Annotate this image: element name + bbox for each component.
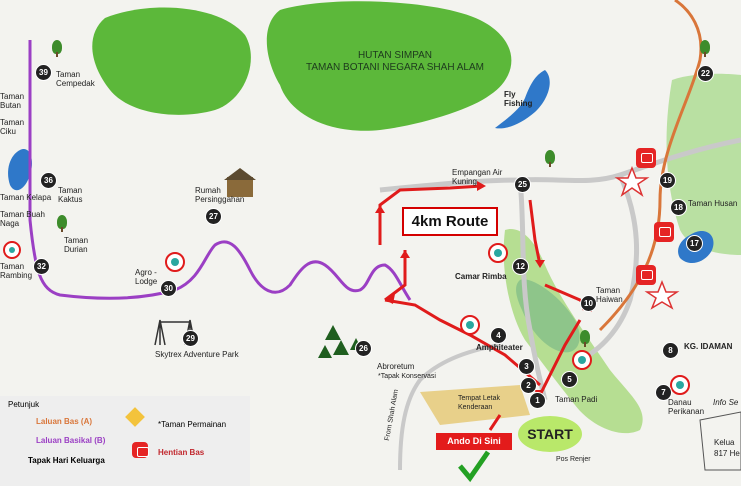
forest-title-line2: TAMAN BOTANI NEGARA SHAH ALAM [306,62,484,73]
bus-stop-icon [132,442,149,458]
label-18: Taman Husan [688,199,738,208]
star-3 [614,165,650,197]
road-4 [398,343,501,471]
forest-left [92,7,251,115]
label-fly-fishing: Fly Fishing [504,90,533,108]
marker-3[interactable]: 3 [518,358,535,375]
marker-26[interactable]: 26 [355,340,372,357]
marker-39[interactable]: 39 [35,64,52,81]
marker-10[interactable]: 10 [580,295,597,312]
label-kelua: Kelua [714,438,735,447]
rest-house [227,177,253,197]
label-tempat-letak: Tempat Letak Kenderaan [458,395,501,411]
forest-reserve [266,1,512,131]
label-5: Taman Padi [555,395,598,404]
label-39: Taman Cempedak [56,70,95,88]
label-ciku: Taman Ciku [0,118,25,136]
bus-stop-icon [636,265,656,285]
legend-bus-route: Laluan Bas (A) [36,417,93,426]
label-4: Amphiteater [476,343,523,352]
label-8: KG. IDAMAN [684,342,733,351]
marker-22[interactable]: 22 [697,65,714,82]
legend-title: Petunjuk [8,400,40,409]
label-12: Camar Rimba [455,272,507,281]
label-10: Taman Haiwan [596,286,623,304]
label-7: Danau Perikanan [668,398,705,416]
marker-27[interactable]: 27 [205,208,222,225]
lake-fly [495,70,550,129]
marker-1[interactable]: 1 [529,392,546,409]
tree-icon [52,40,62,57]
parking-area [420,385,530,425]
label-kelua-sub: 817 He [714,449,740,458]
legend: Petunjuk Laluan Bas (A) Laluan Basikal (… [0,396,250,486]
tree-icon [700,40,710,57]
marker-8[interactable]: 8 [662,342,679,359]
marker-7[interactable]: 7 [655,384,672,401]
road [379,137,741,193]
label-29: Skytrex Adventure Park [155,350,239,359]
label-27: Rumah Persinggahan [195,186,245,204]
tree-icon [57,215,67,232]
you-are-here-label: Ando Di Sini [436,433,512,450]
label-32: Taman Durian [64,236,89,254]
label-kelapa: Taman Kelapa [0,193,52,202]
legend-bus-stop: Hentian Bas [158,448,205,457]
bike-route [28,40,412,301]
marker-36[interactable]: 36 [40,172,57,189]
label-25: Empangan Air Kuning [452,168,503,186]
marker-12[interactable]: 12 [512,258,529,275]
legend-playground: *Taman Permainan [158,420,227,429]
checkmark [458,450,491,483]
marker-32[interactable]: 32 [33,258,50,275]
lake-left [8,149,32,191]
tree-icon [545,150,555,167]
label-info: Info Se [713,398,739,407]
forest-reserve-title: HUTAN SIMPAN TAMAN BOTANI NEGARA SHAH AL… [295,50,495,74]
label-36: Taman Kaktus [58,186,83,204]
marker-30[interactable]: 30 [160,280,177,297]
label-tapak-konservasi: *Tapak Konservasi [378,373,436,380]
road-3 [578,173,640,363]
tree-icon [580,330,590,347]
legend-bike-route: Laluan Basikal (B) [36,436,106,445]
label-26: Abroretum [377,362,415,371]
bus-stop-icon [654,222,674,242]
legend-family-site: Tapak Hari Keluarga [28,456,105,465]
marker-4[interactable]: 4 [490,327,507,344]
label-pos-renjer: Pos Renjer [556,456,591,463]
playground-sign-icon [125,407,145,427]
route-label: 4km Route [402,207,498,236]
label-buah-naga: Taman Buah Naga [0,210,45,228]
marker-29[interactable]: 29 [182,330,199,347]
road-2 [517,179,548,401]
bus-stop-icon [636,148,656,168]
start-marker[interactable]: START [518,416,582,452]
marker-17[interactable]: 17 [686,235,703,252]
forest-title-line1: HUTAN SIMPAN [357,50,433,61]
marker-2[interactable]: 2 [520,377,537,394]
marker-25[interactable]: 25 [514,176,531,193]
forest-right [666,73,741,255]
marker-19[interactable]: 19 [659,172,676,189]
marker-5[interactable]: 5 [561,371,578,388]
marker-18[interactable]: 18 [670,199,687,216]
label-30: Agro - Lodge [135,268,158,286]
label-butan: Taman Butan [0,92,25,110]
star-1 [644,279,680,310]
label-bing: Taman Rambing [0,262,33,280]
